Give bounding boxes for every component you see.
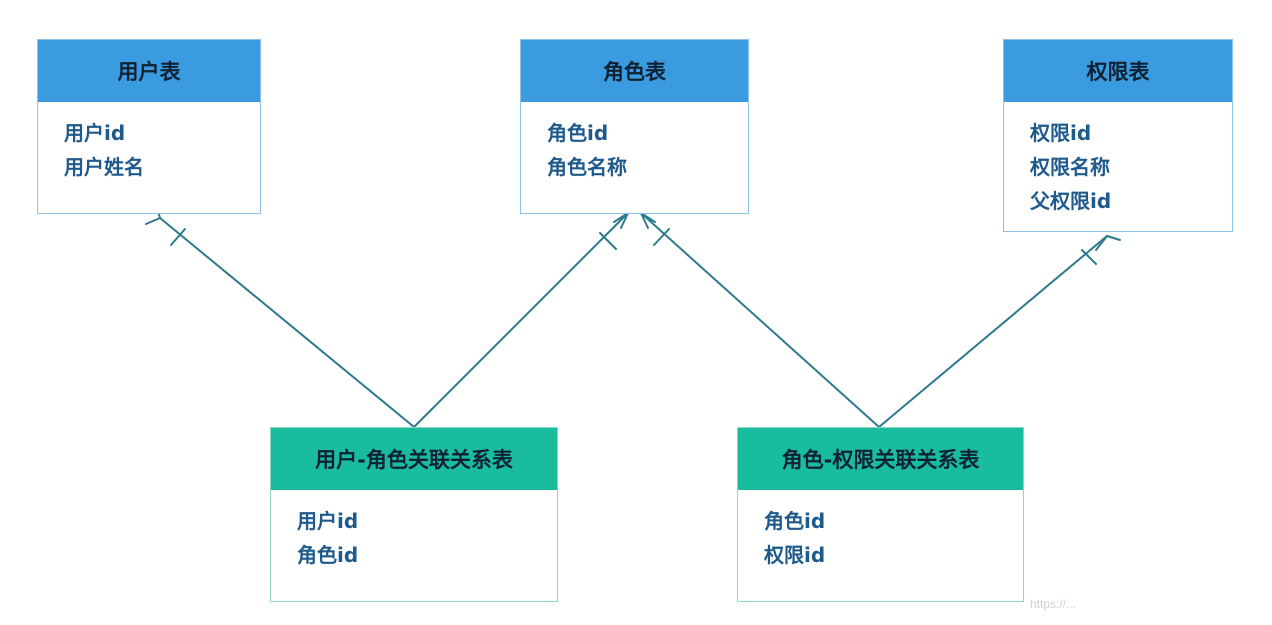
bar-role-left <box>599 232 617 250</box>
watermark: https://... <box>1030 597 1077 611</box>
role-permission-relation-table: 角色-权限关联关系表 角色id 权限id <box>737 427 1024 602</box>
user-table: 用户表 用户id 用户姓名 <box>37 39 261 214</box>
user-role-relation-field: 角色id <box>297 543 359 567</box>
role-table-title: 角色表 <box>521 40 748 102</box>
user-table-title: 用户表 <box>38 40 260 102</box>
permission-table: 权限表 权限id 权限名称 父权限id <box>1003 39 1233 232</box>
user-role-relation-title: 用户-角色关联关系表 <box>271 428 557 490</box>
permission-table-field: 权限id <box>1030 121 1092 145</box>
bar-permission <box>1081 249 1097 265</box>
bar-role-right <box>653 228 670 246</box>
permission-table-field: 权限名称 <box>1030 155 1110 179</box>
user-role-relation-field: 用户id <box>297 509 359 533</box>
role-permission-relation-title: 角色-权限关联关系表 <box>738 428 1023 490</box>
permission-table-title: 权限表 <box>1004 40 1232 102</box>
role-permission-relation-field: 权限id <box>764 543 826 567</box>
role-table-field: 角色id <box>547 121 609 145</box>
bar-user <box>170 228 186 246</box>
user-table-field: 用户id <box>64 121 126 145</box>
user-role-relation-table: 用户-角色关联关系表 用户id 角色id <box>270 427 558 602</box>
crow-foot-permission <box>1095 235 1108 251</box>
crow-foot-role-right <box>640 212 656 223</box>
connector-user-role-to-user <box>159 217 415 428</box>
connector-role-perm-to-permission <box>878 235 1108 428</box>
role-table-field: 角色名称 <box>547 155 627 179</box>
permission-table-field: 父权限id <box>1030 189 1112 213</box>
user-table-field: 用户姓名 <box>64 155 144 179</box>
connector-role-perm-to-role <box>640 212 880 428</box>
crow-foot-user <box>145 217 161 225</box>
role-permission-relation-field: 角色id <box>764 509 826 533</box>
role-table: 角色表 角色id 角色名称 <box>520 39 749 214</box>
connector-user-role-to-role <box>413 212 629 428</box>
crow-foot-role-left <box>613 212 629 223</box>
